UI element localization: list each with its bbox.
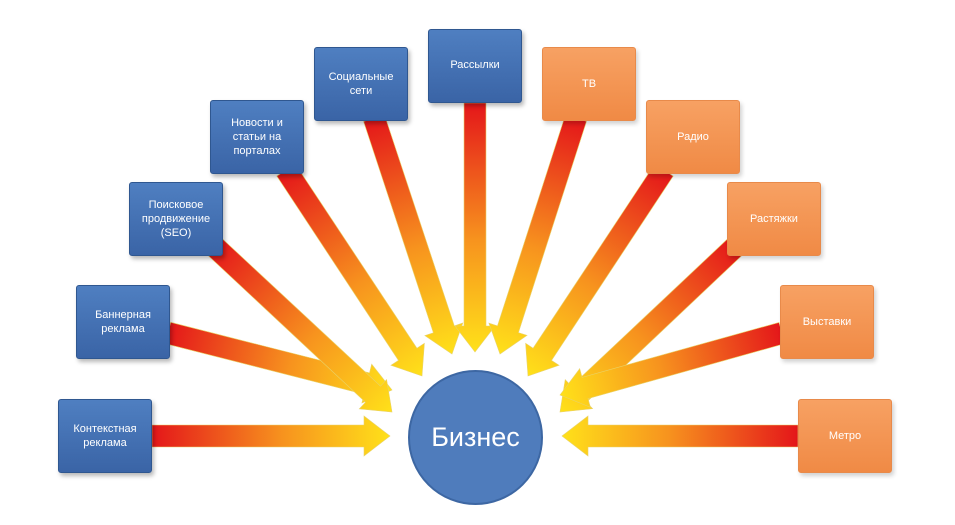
channel-label-radio: Радио	[677, 131, 709, 143]
channel-label-kontekst: Контекстная реклама	[73, 423, 137, 449]
channel-label-social: Социальные сети	[328, 71, 394, 97]
channel-box-tv: ТВ	[542, 47, 636, 121]
channel-box-social: Социальные сети	[314, 47, 408, 121]
channel-box-mail: Рассылки	[428, 29, 522, 103]
channel-label-banner: Баннерная реклама	[95, 309, 151, 335]
arrow-seo	[206, 237, 393, 413]
channel-label-news: Новости и статьи на порталах	[231, 117, 283, 157]
channel-label-rastyazhki: Растяжки	[750, 213, 798, 225]
channel-box-news: Новости и статьи на порталах	[210, 100, 304, 174]
hub-label: Бизнес	[431, 422, 520, 452]
hub-circle: Бизнес	[408, 370, 543, 505]
channel-box-vystavki: Выставки	[780, 285, 874, 359]
arrow-metro	[561, 415, 799, 457]
arrow-news	[276, 163, 425, 377]
channel-label-vystavki: Выставки	[802, 316, 852, 328]
channel-box-rastyazhki: Растяжки	[727, 182, 821, 256]
arrow-kontekst	[151, 415, 391, 457]
arrow-mail	[454, 102, 496, 353]
arrow-vystavki	[559, 322, 786, 408]
channel-box-radio: Радио	[646, 100, 740, 174]
arrow-radio	[525, 163, 674, 377]
arrow-social	[363, 114, 464, 355]
channel-label-seo: Поисковое продвижение (SEO)	[141, 199, 211, 239]
channel-label-tv: ТВ	[581, 78, 597, 90]
channel-label-metro: Метро	[828, 430, 862, 442]
channel-box-kontekst: Контекстная реклама	[58, 399, 152, 473]
channel-box-seo: Поисковое продвижение (SEO)	[129, 182, 223, 256]
channel-box-metro: Метро	[798, 399, 892, 473]
channel-box-banner: Баннерная реклама	[76, 285, 170, 359]
arrow-tv	[488, 114, 587, 355]
channel-label-mail: Рассылки	[450, 59, 500, 71]
